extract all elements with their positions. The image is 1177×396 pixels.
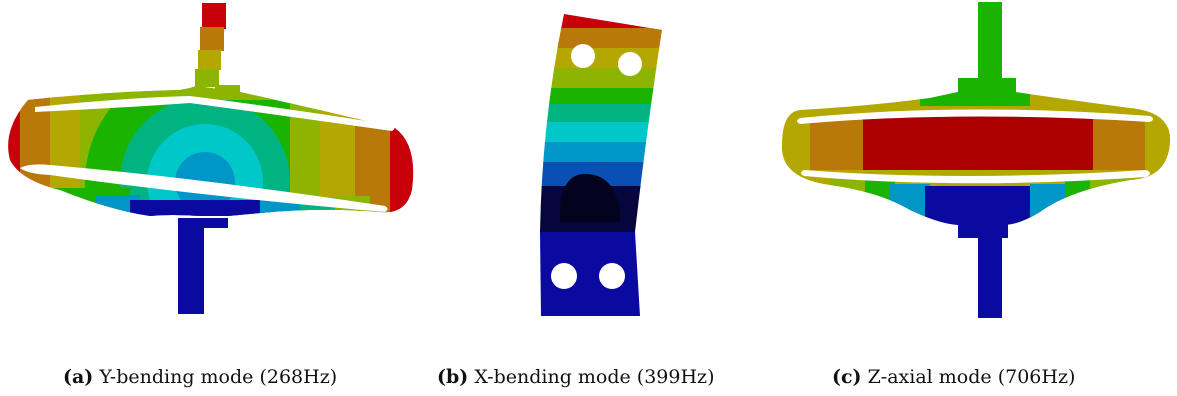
caption-b-text: X-bending mode (399Hz) bbox=[474, 366, 715, 388]
top-stem bbox=[202, 3, 226, 29]
lower-slot bbox=[801, 170, 1150, 184]
caption-b: (b) X-bending mode (399Hz) bbox=[437, 366, 714, 388]
mode-shape-y-bending-plot bbox=[8, 3, 414, 314]
caption-a-text: Y-bending mode (268Hz) bbox=[99, 366, 338, 388]
figure-c bbox=[770, 0, 1177, 330]
upper-slot bbox=[35, 96, 395, 131]
figure-a bbox=[0, 0, 420, 330]
arch-cutout bbox=[560, 173, 620, 222]
caption-a-label: (a) bbox=[63, 366, 94, 388]
bottom-stem bbox=[178, 218, 204, 314]
upper-slot bbox=[797, 109, 1153, 124]
mode-shape-z-axial-plot bbox=[781, 2, 1171, 318]
caption-c-label: (c) bbox=[832, 366, 862, 388]
ring-body bbox=[781, 92, 1171, 225]
caption-b-label: (b) bbox=[437, 366, 469, 388]
caption-c: (c) Z-axial mode (706Hz) bbox=[832, 366, 1075, 388]
hole-lower-right bbox=[599, 263, 625, 289]
bottom-stem bbox=[958, 222, 1008, 238]
hole-lower-left bbox=[551, 263, 577, 289]
top-stem bbox=[978, 2, 1002, 80]
caption-c-text: Z-axial mode (706Hz) bbox=[867, 366, 1076, 388]
caption-a: (a) Y-bending mode (268Hz) bbox=[63, 366, 337, 388]
lower-slot bbox=[20, 164, 388, 212]
mode-shape-x-bending-plot bbox=[540, 14, 662, 316]
figure-b bbox=[520, 0, 680, 330]
hole-upper-left bbox=[571, 44, 595, 68]
hole-upper-right bbox=[618, 52, 642, 76]
